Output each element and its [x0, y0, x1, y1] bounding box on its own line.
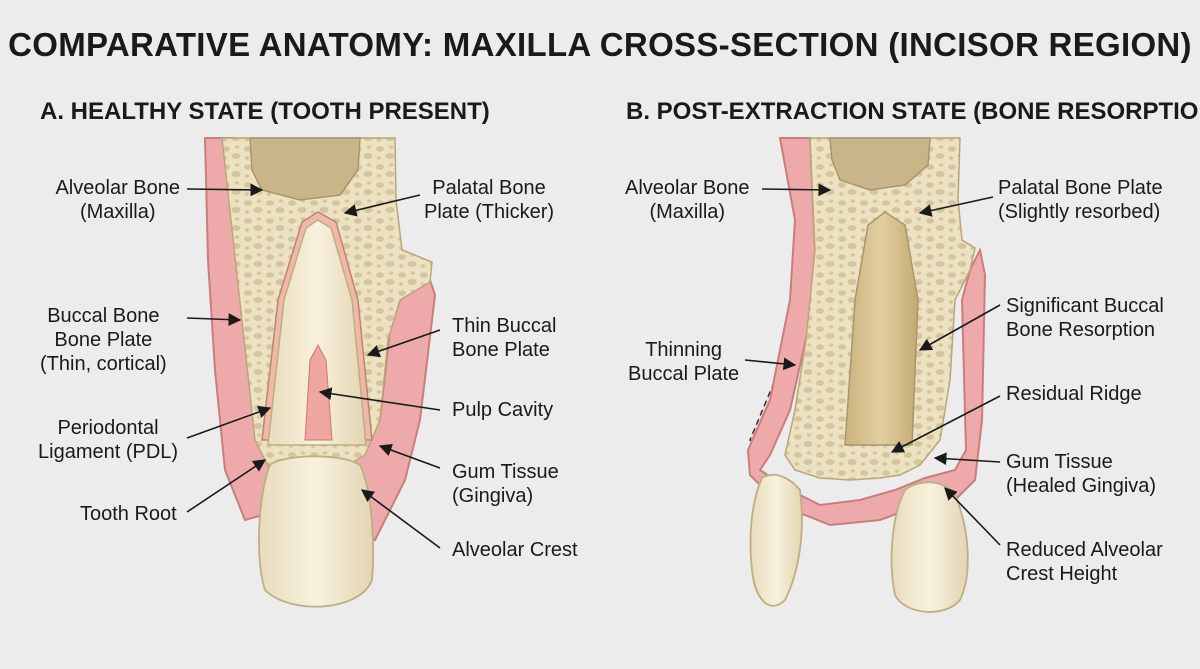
- panel-a-title: A. HEALTHY STATE (TOOTH PRESENT): [40, 98, 490, 125]
- leader-a-root: [186, 459, 267, 513]
- panel-a-pulp: [304, 343, 333, 441]
- panel-b-illustration: [746, 137, 987, 613]
- panel-b-marrow: [829, 137, 931, 191]
- leader-a-pulp: [318, 387, 441, 411]
- page-title: COMPARATIVE ANATOMY: MAXILLA CROSS-SECTI…: [8, 26, 1192, 63]
- leader-b-alveolar: [761, 183, 832, 197]
- label-a-tooth-root: Tooth Root: [80, 503, 177, 525]
- label-b-palatal-plate: Palatal Bone Plate(Slightly resorbed): [998, 177, 1163, 223]
- label-b-gum-tissue: Gum Tissue(Healed Gingiva): [1006, 451, 1157, 497]
- leader-b-crest: [944, 487, 1001, 546]
- leader-b-palatal: [918, 196, 994, 217]
- label-b-alveolar-bone: Alveolar Bone(Maxilla): [625, 177, 750, 223]
- panel-a-crown: [258, 455, 374, 608]
- leader-b-thinning: [744, 357, 797, 371]
- leader-a-pdl: [186, 405, 272, 439]
- leader-a-thin-buccal: [366, 329, 441, 358]
- label-a-alveolar-crest: Alveolar Crest: [452, 539, 578, 561]
- leader-b-residual: [890, 395, 1001, 453]
- leader-a-crest: [360, 489, 441, 549]
- leader-a-palatal: [343, 194, 421, 217]
- leader-b-gum: [933, 452, 1001, 466]
- leader-b-resorption: [918, 304, 1001, 351]
- panel-b-left-tooth: [749, 473, 803, 607]
- panel-a-marrow: [249, 137, 361, 201]
- panel-b-title: B. POST-EXTRACTION STATE (BONE RESORPTIO…: [626, 98, 1200, 125]
- leader-a-alveolar: [186, 183, 264, 197]
- leader-a-buccal: [186, 313, 242, 326]
- panel-b-healed-socket: [844, 211, 919, 446]
- label-a-gum-tissue: Gum Tissue(Gingiva): [452, 461, 559, 507]
- label-a-alveolar-bone: Alveolar Bone(Maxilla): [55, 177, 180, 223]
- leader-a-gum: [378, 443, 441, 469]
- leader-lines: [186, 183, 1001, 549]
- panel-a-illustration: [203, 137, 437, 608]
- label-a-pulp-cavity: Pulp Cavity: [452, 399, 554, 421]
- panel-b-right-tooth: [890, 481, 969, 613]
- panel-a-root: [267, 219, 367, 446]
- label-b-residual-ridge: Residual Ridge: [1006, 383, 1142, 405]
